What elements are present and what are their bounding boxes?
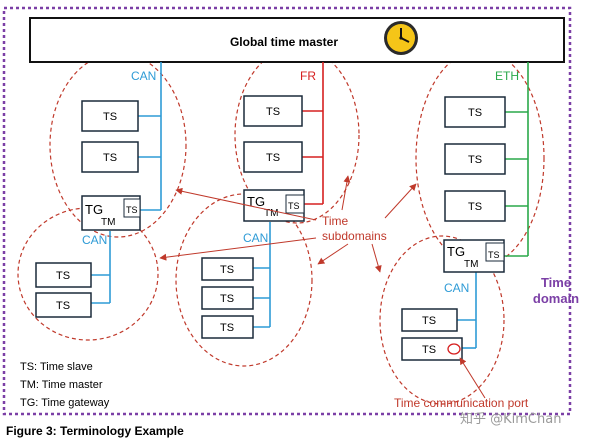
ts-box-can-right-2 — [401, 337, 463, 361]
time-communication-port-marker — [447, 343, 461, 355]
ts-label: TS — [468, 107, 482, 119]
can-bus-middle — [253, 222, 271, 328]
ts-label: TS — [266, 106, 280, 118]
subdomains-callout-line2: subdomains — [322, 229, 387, 243]
ts-box-eth-2 — [444, 143, 506, 175]
global-time-master-label: Global time master — [230, 35, 338, 49]
ts-label: TS — [103, 111, 117, 123]
ts-label: TS — [220, 322, 234, 334]
can-label-top: CAN — [131, 69, 156, 83]
ts-box-can-top-1 — [81, 100, 139, 132]
ts-box-can-top-2 — [81, 141, 139, 173]
tg-label: TG — [85, 202, 103, 217]
subdomain-can-middle — [175, 193, 313, 367]
figure-caption: Figure 3: Terminology Example — [6, 424, 184, 438]
legend: TS: Time slave TM: Time master TG: Time … — [20, 361, 110, 409]
ts-box-can-middle-3 — [201, 315, 254, 339]
legend-item: TG: Time gateway — [20, 397, 110, 409]
ts-label: TS — [468, 154, 482, 166]
ts-port-tg-eth — [485, 242, 505, 262]
subdomain-eth — [415, 49, 545, 267]
fr-bus — [302, 62, 324, 205]
port-callout-label: Time communication port — [394, 396, 529, 410]
ts-box-can-right-1 — [401, 308, 458, 332]
tg-label: TG — [247, 194, 265, 209]
port-callout-arrow — [459, 357, 486, 399]
can-bus-top — [138, 62, 162, 211]
ts-box-fr-1 — [243, 95, 303, 127]
ts-box-eth-3 — [444, 190, 506, 222]
ts-label: TS — [126, 205, 138, 215]
time-domain-label-line2: domain — [533, 291, 579, 306]
ts-label: TS — [488, 250, 500, 260]
clock-icon — [384, 21, 418, 55]
subdomain-arrows — [159, 175, 417, 273]
ts-label: TS — [103, 152, 117, 164]
ts-box-can-middle-1 — [201, 257, 254, 281]
tm-label: TM — [101, 217, 115, 228]
ts-box-eth-1 — [444, 96, 506, 128]
ts-port-tg-fr — [285, 194, 305, 214]
can-bus-right — [457, 272, 477, 349]
fr-label: FR — [300, 69, 316, 83]
ts-label: TS — [266, 152, 280, 164]
legend-item: TS: Time slave — [20, 361, 93, 373]
can-label-right: CAN — [444, 281, 469, 295]
tg-label: TG — [447, 244, 465, 259]
ts-label: TS — [422, 315, 436, 327]
ts-label: TS — [220, 264, 234, 276]
can-bus-left — [91, 231, 111, 304]
ts-box-fr-2 — [243, 141, 303, 173]
ts-label: TS — [56, 300, 70, 312]
tm-label: TM — [264, 208, 278, 219]
can-label-left: CAN — [82, 233, 107, 247]
subdomain-can-left — [17, 207, 159, 341]
eth-bus — [504, 62, 529, 257]
watermark: 知乎 @KimChan — [460, 412, 562, 427]
eth-label: ETH — [495, 69, 519, 83]
ts-label: TS — [220, 293, 234, 305]
ts-label: TS — [468, 201, 482, 213]
ts-box-can-left-1 — [35, 262, 92, 288]
ts-box-can-left-2 — [35, 292, 92, 318]
ts-port-tg-can — [123, 198, 141, 218]
global-time-master-box — [29, 17, 565, 63]
tm-label: TM — [464, 259, 478, 270]
legend-item: TM: Time master — [20, 379, 103, 391]
time-domain-label-line1: Time — [541, 275, 571, 290]
time-domain-border — [2, 6, 572, 416]
ts-label: TS — [422, 344, 436, 356]
ts-label: TS — [56, 270, 70, 282]
can-label-middle: CAN — [243, 231, 268, 245]
subdomain-fr — [234, 46, 360, 224]
ts-label: TS — [288, 201, 300, 211]
subdomain-can-right — [379, 235, 505, 405]
ts-box-can-middle-2 — [201, 286, 254, 310]
subdomains-callout-line1: Time — [322, 214, 349, 228]
